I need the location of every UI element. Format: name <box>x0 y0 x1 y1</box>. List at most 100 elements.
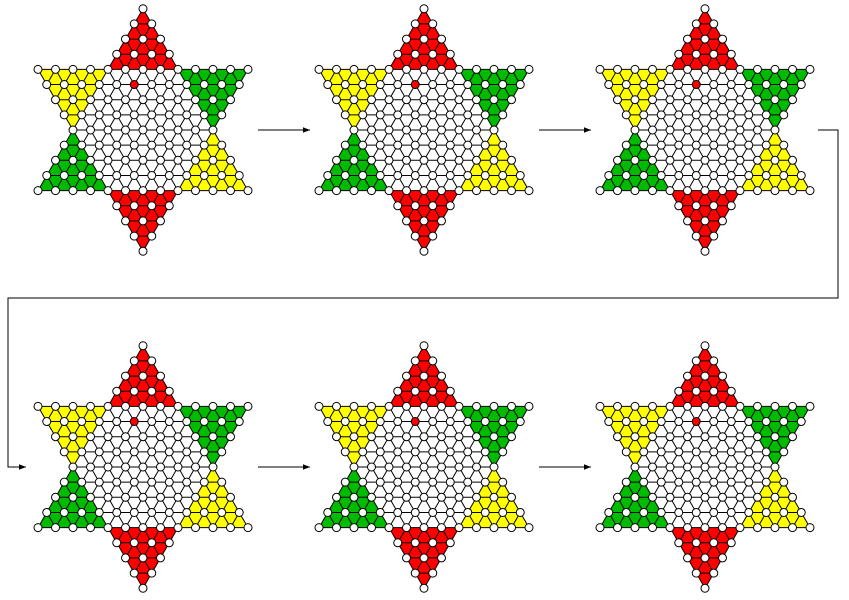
red-cell <box>134 360 152 377</box>
board-node <box>744 507 754 517</box>
red-cell <box>406 220 424 237</box>
red-cell <box>406 557 424 574</box>
board-node <box>621 447 631 457</box>
red-cell <box>415 236 433 252</box>
board-node <box>314 401 324 411</box>
board-node <box>656 477 666 487</box>
yellow-cell <box>626 84 644 100</box>
board-node <box>138 583 148 593</box>
nodes <box>314 341 534 593</box>
board-node <box>515 507 525 517</box>
point-triangles <box>319 345 529 589</box>
board-node <box>384 401 394 411</box>
board-node <box>480 140 490 150</box>
yellow-cell <box>64 406 82 422</box>
board-node <box>613 186 622 196</box>
green-cell <box>371 512 389 528</box>
green-cell <box>485 114 503 130</box>
boards-layer <box>33 4 815 593</box>
yellow-cell <box>757 497 775 513</box>
board-node <box>51 95 60 105</box>
green-cell <box>608 497 627 513</box>
red-cell <box>705 360 723 377</box>
board-node <box>507 492 516 502</box>
green-cell <box>345 482 363 498</box>
board-node <box>384 125 394 135</box>
board-node <box>164 447 174 457</box>
board-node <box>428 356 438 366</box>
green-cell <box>766 114 784 130</box>
board-node <box>630 155 640 165</box>
red-cell <box>151 205 170 221</box>
board-node <box>454 401 464 411</box>
board-node <box>86 95 95 105</box>
board-node <box>226 64 235 74</box>
board-node <box>770 462 780 472</box>
board-node <box>358 477 368 487</box>
board-1 <box>33 4 253 256</box>
board-node <box>191 64 200 74</box>
red-cell <box>116 39 135 55</box>
board-node <box>68 95 78 105</box>
board-node <box>199 80 209 90</box>
yellow-cell <box>643 69 662 85</box>
board-node <box>103 401 113 411</box>
red-cell <box>432 205 451 221</box>
yellow-cell <box>494 512 512 528</box>
green-cell <box>345 467 363 483</box>
red-cell <box>397 376 416 392</box>
board-node <box>121 95 130 105</box>
point-triangles <box>38 345 248 589</box>
board-node <box>375 110 385 120</box>
green-cell <box>748 406 767 422</box>
board-node <box>384 186 394 196</box>
green-cell <box>55 497 73 513</box>
green-cell <box>757 421 775 437</box>
red-cell <box>441 54 459 70</box>
board-node <box>138 125 148 135</box>
yellow-cell <box>46 406 65 422</box>
red-cell <box>134 236 152 252</box>
yellow-cell <box>757 145 775 161</box>
green-cell <box>511 406 529 422</box>
board-node <box>156 432 165 442</box>
red-cell <box>116 190 135 206</box>
green-cell <box>345 130 363 146</box>
point-triangles <box>319 8 529 252</box>
board-node <box>744 80 754 90</box>
board-node <box>367 432 376 442</box>
board-node <box>744 477 754 487</box>
point-triangles <box>38 8 248 252</box>
red-cell <box>713 527 732 543</box>
board-node <box>463 170 473 180</box>
board-node <box>674 80 684 90</box>
board-node <box>94 140 104 150</box>
board-node <box>498 80 508 90</box>
board-node <box>358 507 368 517</box>
red-cell <box>160 391 178 407</box>
board-node <box>33 401 43 411</box>
red-cell <box>705 542 723 558</box>
yellow-cell <box>221 160 240 176</box>
yellow-cell <box>221 512 240 528</box>
board-node <box>648 523 657 533</box>
board-node <box>454 95 464 105</box>
board-node <box>103 64 113 74</box>
yellow-cell <box>186 175 205 191</box>
board-node <box>489 125 499 135</box>
board-node <box>402 186 411 196</box>
board-node <box>805 523 815 533</box>
board-node <box>700 34 710 44</box>
board-node <box>138 216 148 226</box>
board-node <box>445 477 455 487</box>
board-node <box>77 507 87 517</box>
board-node <box>112 49 122 59</box>
yellow-cell <box>64 436 82 452</box>
board-node <box>630 432 640 442</box>
board-node <box>498 447 508 457</box>
board-node <box>639 170 649 180</box>
yellow-cell <box>46 69 65 85</box>
board-node <box>648 401 657 411</box>
green-cell <box>485 99 503 115</box>
board-node <box>718 553 727 563</box>
